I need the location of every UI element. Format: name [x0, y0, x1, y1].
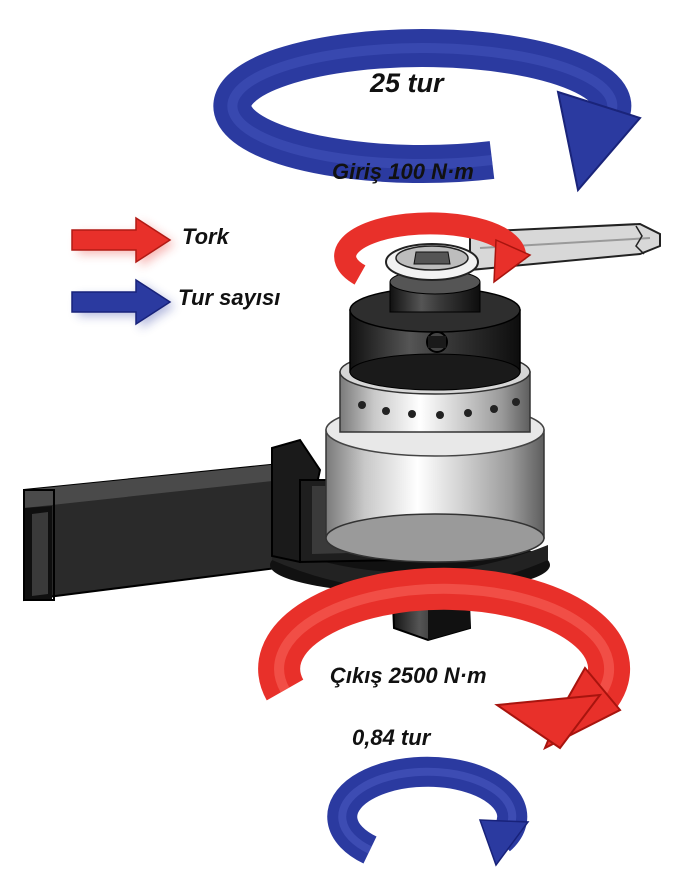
reaction-arm	[23, 460, 301, 602]
input-torque-rotation-icon	[334, 212, 532, 285]
output-turns-rotation-icon	[327, 756, 530, 867]
output-torque-label: Çıkış 2500 N·m	[330, 663, 487, 688]
output-turns-label: 0,84 tur	[352, 725, 431, 750]
input-turns-rotation-icon	[213, 29, 642, 193]
input-turns-label: 25 tur	[370, 68, 444, 98]
input-torque-label: Giriş 100 N·m	[332, 159, 474, 184]
legend-turns-label: Tur sayısı	[178, 285, 281, 310]
torque-multiplier-icon	[270, 243, 550, 642]
legend-torque-arrow-icon	[71, 216, 175, 267]
legend-torque-label: Tork	[182, 224, 229, 249]
output-torque-rotation-icon	[258, 567, 631, 751]
legend-turns-arrow-icon	[71, 278, 175, 329]
